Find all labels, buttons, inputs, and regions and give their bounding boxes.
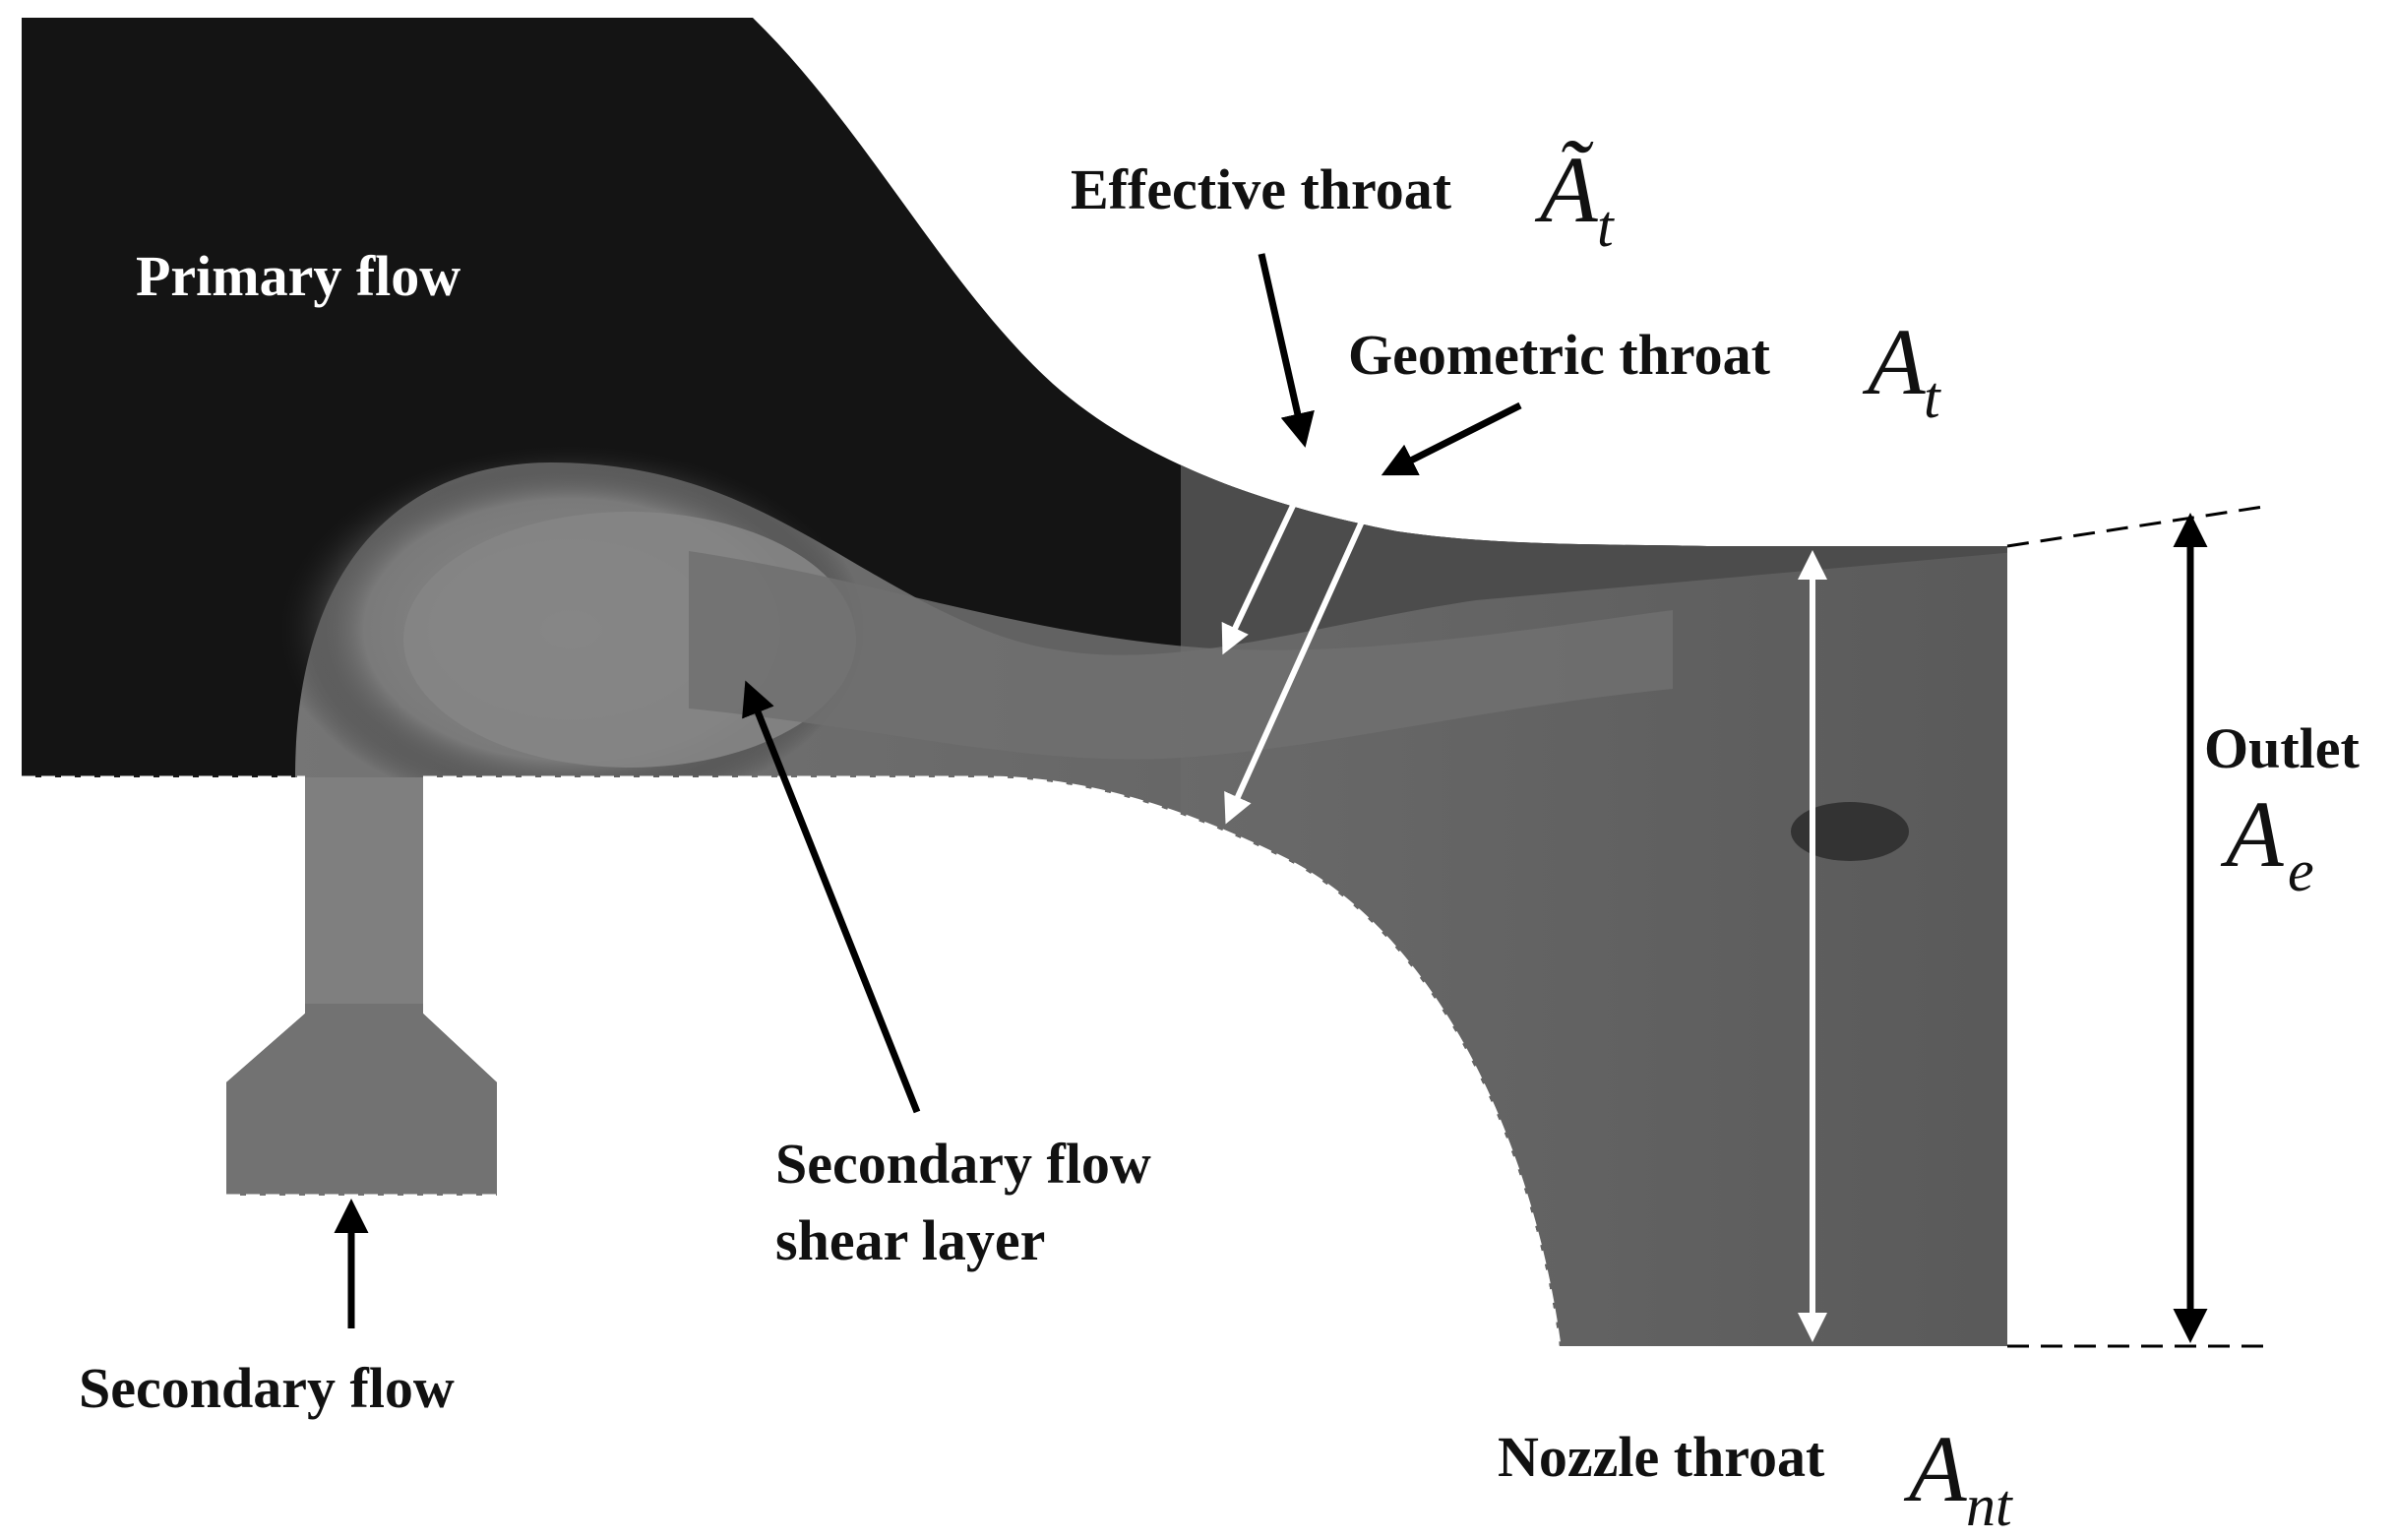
nozzle-throat-label: Nozzle throat <box>1498 1425 1825 1489</box>
wall-boundaries <box>22 775 1562 1347</box>
secondary-shear-label-line1: Secondary flow <box>775 1132 1151 1196</box>
outlet-subscript: e <box>2288 838 2314 903</box>
primary-flow-label: Primary flow <box>136 244 461 308</box>
outlet-label: Outlet <box>2204 716 2361 780</box>
effective-throat-symbol: Ã <box>1534 137 1598 242</box>
effective-throat-label: Effective throat <box>1071 157 1452 221</box>
injector-port <box>305 777 423 1023</box>
nozzle-throat-symbol: A <box>1903 1416 1967 1521</box>
geometric-throat-label: Geometric throat <box>1348 323 1771 387</box>
geometric-throat-symbol: A <box>1862 309 1926 414</box>
geometric-throat-subscript: t <box>1924 365 1941 430</box>
outlet-dashed-lines <box>2006 505 2264 1348</box>
secondary-shear-label-line2: shear layer <box>775 1208 1045 1272</box>
shear-tail <box>689 551 1673 760</box>
outlet-symbol: A <box>2220 781 2284 887</box>
effective-throat-subscript: t <box>1597 194 1615 259</box>
secondary-flow-label: Secondary flow <box>79 1356 455 1420</box>
effective-throat-pointer <box>1258 253 1315 448</box>
dark-core <box>1791 802 1909 861</box>
nozzle-throat-subscript: nt <box>1966 1473 2013 1538</box>
plenum <box>216 1004 512 1220</box>
secondary-shear-pointer <box>742 680 921 1114</box>
geometric-throat-pointer <box>1381 401 1522 476</box>
geometric-throat-dimension <box>1224 476 1383 825</box>
